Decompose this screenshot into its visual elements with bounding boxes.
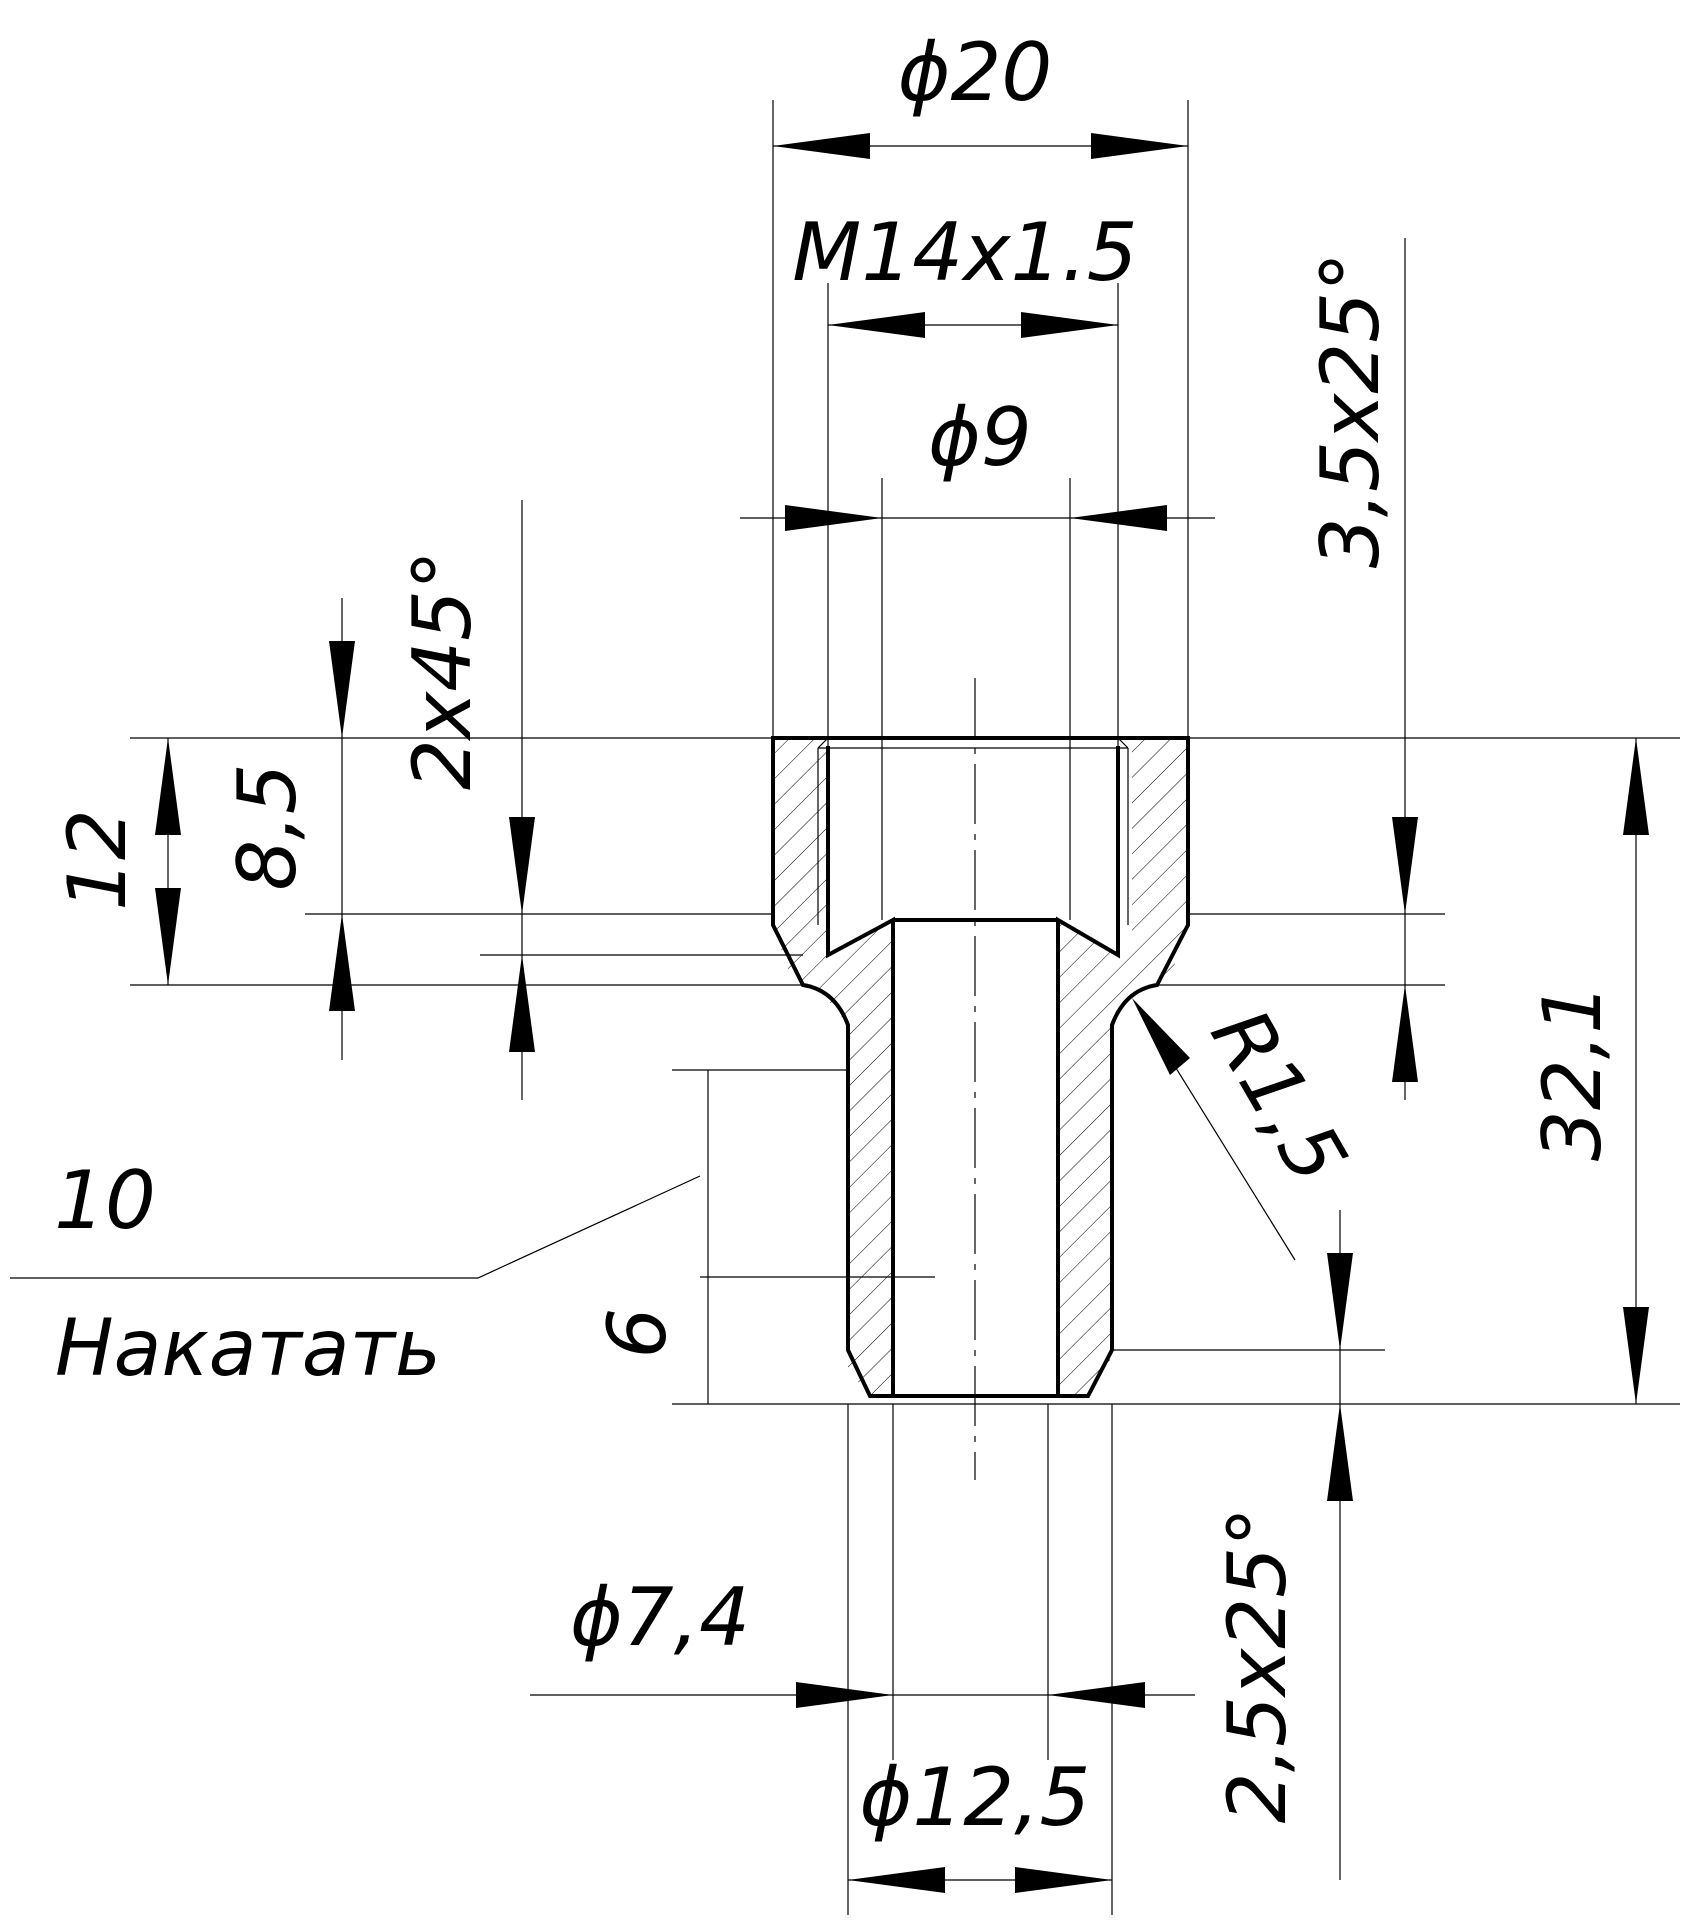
label-chamfer-left: 2x45° xyxy=(396,550,489,790)
label-radius: R1,5 xyxy=(1193,994,1365,1199)
label-dia-12-5: ϕ12,5 xyxy=(860,1751,1091,1844)
label-dia-7-4: ϕ7,4 xyxy=(570,1571,750,1664)
label-h-12: 12 xyxy=(51,809,144,911)
chamfer-right-top xyxy=(1117,737,1129,749)
label-knurl-len: 6 xyxy=(591,1308,684,1359)
label-thread: M14x1.5 xyxy=(792,206,1137,299)
label-dia-20: ϕ20 xyxy=(898,26,1053,119)
label-knurl-num: 10 xyxy=(54,1154,156,1247)
label-h-32-1: 32,1 xyxy=(1526,983,1619,1161)
label-chamfer-top: 3,5x25° xyxy=(1304,252,1397,568)
chamfer-left-top xyxy=(817,737,829,749)
label-h-8-5: 8,5 xyxy=(221,763,314,890)
part-section xyxy=(771,736,1190,1398)
label-dia-9: ϕ9 xyxy=(928,391,1032,484)
extension-lines xyxy=(130,100,1680,1915)
section-hatch-right xyxy=(1058,738,1188,1396)
label-chamfer-bottom: 2,5x25° xyxy=(1211,1507,1304,1823)
outer-contour xyxy=(771,736,1190,1398)
label-knurl-note: Накатать xyxy=(55,1304,441,1394)
section-hatch-left xyxy=(773,738,893,1396)
dimension-labels: ϕ20 M14x1.5 ϕ9 3,5x25° 2x45° 12 8,5 32,1… xyxy=(51,26,1619,1844)
arrows xyxy=(155,133,1649,1893)
